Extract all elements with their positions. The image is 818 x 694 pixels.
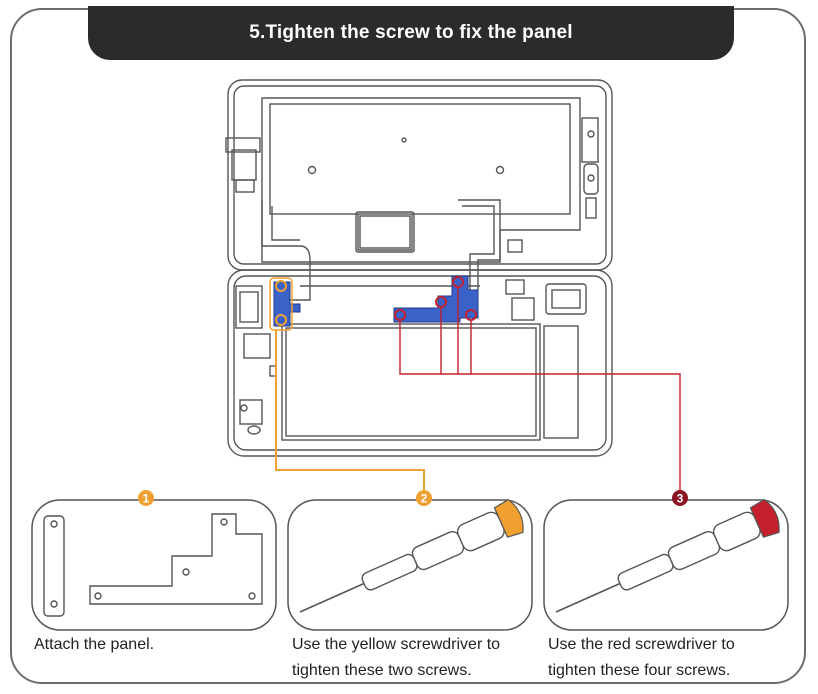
step-2-caption-line1: Use the yellow screwdriver to (292, 636, 501, 653)
page-title: 5.Tighten the screw to fix the panel (249, 22, 573, 43)
step-2-number: 2 (421, 492, 428, 506)
step-3-caption-line2: tighten these four screws. (548, 662, 731, 679)
title-banner (88, 6, 734, 60)
red-screw-markers (394, 276, 681, 494)
phone-back-shell (227, 269, 613, 457)
step-2-badge (416, 490, 432, 506)
screwdriver-red-icon (555, 498, 780, 613)
step-1-number: 1 (143, 492, 150, 506)
step-3-badge (672, 490, 688, 506)
step-1-caption: Attach the panel. (34, 632, 154, 658)
yellow-screw-markers (269, 277, 425, 494)
step-3-caption: Use the red screwdriver to tighten these… (548, 632, 735, 684)
phone-housing (225, 79, 613, 301)
step-1-badge (138, 490, 154, 506)
step-3-caption-line1: Use the red screwdriver to (548, 636, 735, 653)
step-3-number: 3 (677, 492, 684, 506)
screwdriver-yellow-icon (299, 498, 524, 613)
installed-panels (273, 275, 479, 327)
step-1-box: 1 (31, 490, 277, 631)
step-2-caption-line2: tighten these two screws. (292, 662, 472, 679)
step-1-caption-line1: Attach the panel. (34, 636, 155, 653)
step-2-caption: Use the yellow screwdriver to tighten th… (292, 632, 500, 684)
shield-panel-illustration (43, 513, 263, 617)
